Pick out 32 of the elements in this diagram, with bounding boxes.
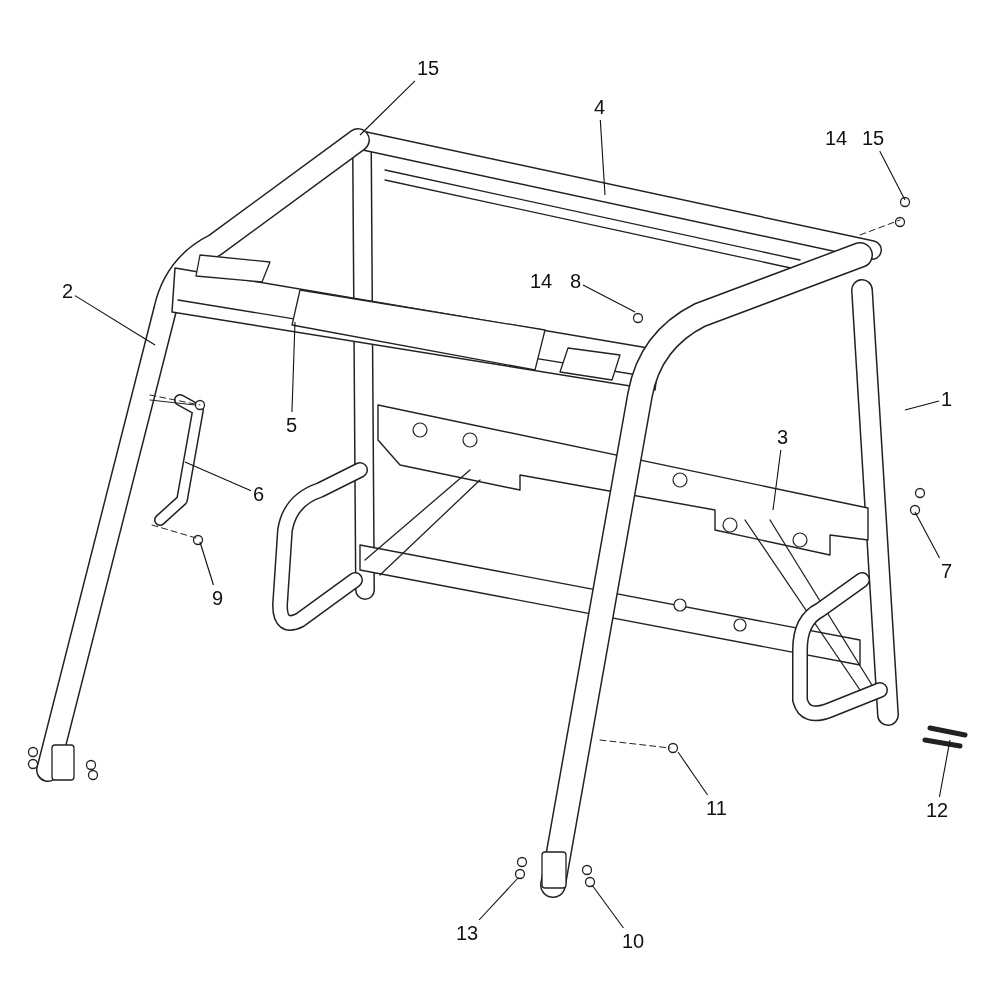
leader-line xyxy=(582,284,636,313)
callout-number: 14 xyxy=(530,270,553,292)
callout-number: 15 xyxy=(862,127,885,149)
leader-line xyxy=(914,511,941,559)
callout-number: 7 xyxy=(941,560,953,582)
callout-number: 3 xyxy=(777,426,789,448)
callout-number: 6 xyxy=(253,483,265,505)
callout-number: 5 xyxy=(286,414,298,436)
callout-number: 11 xyxy=(706,797,727,819)
callout-number: 14 xyxy=(825,127,848,149)
callout-number: 8 xyxy=(570,270,582,292)
leader-line xyxy=(184,461,252,492)
callout-number: 13 xyxy=(456,922,479,944)
callout-number: 4 xyxy=(594,96,606,118)
callout-number: 9 xyxy=(212,587,224,609)
leader-line xyxy=(291,321,296,413)
leader-line xyxy=(359,80,416,136)
callout-number: 10 xyxy=(622,930,645,952)
leader-line xyxy=(74,295,156,346)
leader-line xyxy=(879,150,906,201)
leader-line xyxy=(199,541,214,586)
callout-number: 12 xyxy=(926,799,949,821)
leader-line xyxy=(904,400,940,411)
leader-line xyxy=(591,884,625,929)
leader-line xyxy=(478,877,519,921)
leader-line xyxy=(599,119,606,196)
callout-number: 15 xyxy=(417,57,440,79)
leader-line xyxy=(772,449,782,511)
leader-line xyxy=(677,751,709,796)
callout-number: 2 xyxy=(62,280,74,302)
callout-number: 1 xyxy=(941,388,953,410)
leader-line xyxy=(938,739,951,798)
